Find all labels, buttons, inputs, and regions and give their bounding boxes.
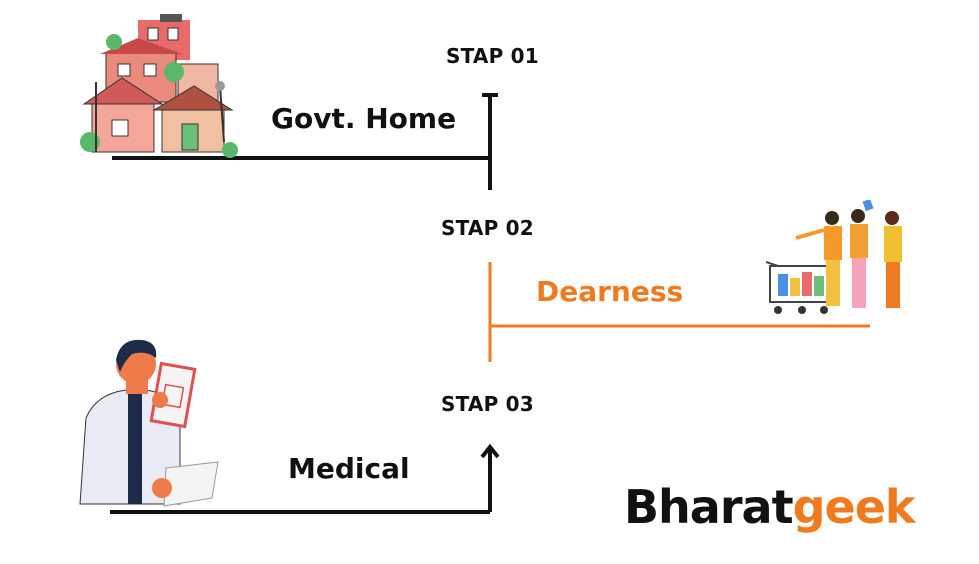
step-label-2: STAP 02 [441,216,534,240]
houses-illustration [80,14,238,158]
step-label-3: STAP 03 [441,392,534,416]
item-label-dearness: Dearness [536,275,684,308]
item-label-medical: Medical [288,452,410,485]
brand-part-2: geek [792,480,916,534]
step-label-1: STAP 01 [446,44,539,68]
brand-logo: Bharatgeek [624,484,915,530]
item-label-govt-home: Govt. Home [271,102,457,135]
shoppers-cart-illustration [766,200,902,314]
step3-arrowhead-icon [480,443,500,459]
brand-part-1: Bharat [624,480,794,534]
doctor-clipboard-illustration [79,339,219,507]
